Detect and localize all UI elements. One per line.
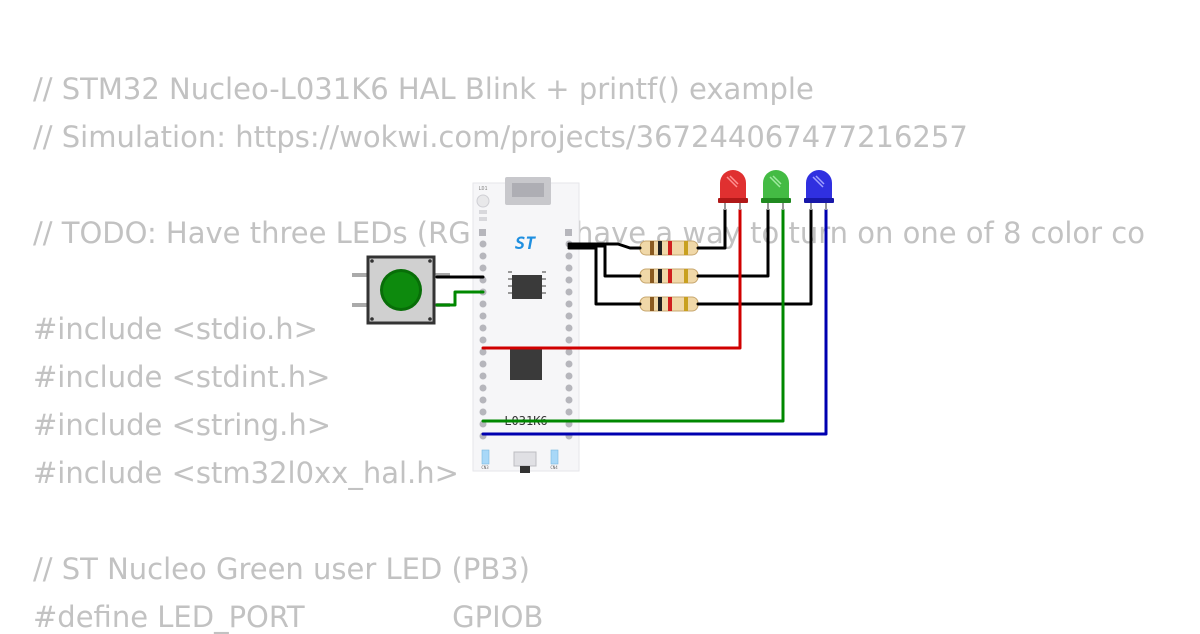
code-line: // ST Nucleo Green user LED (PB3) [33, 552, 530, 586]
chip-small [512, 275, 542, 299]
wire-r3-in [567, 246, 642, 306]
wire-r1-in [567, 242, 642, 250]
green-led[interactable] [761, 170, 791, 210]
push-button[interactable] [352, 255, 450, 325]
ld1-led [476, 194, 490, 208]
wire-r1-led [696, 208, 727, 250]
wire-r2-led [696, 208, 770, 278]
code-line: #define LED_PORT GPIOB [33, 600, 544, 634]
wire-red-led [481, 208, 742, 350]
resistor-2 [639, 268, 699, 284]
resistor-1 [639, 240, 699, 256]
mcu-chip [510, 348, 542, 380]
code-line: // STM32 Nucleo-L031K6 HAL Blink + print… [33, 72, 814, 106]
wire-blue-led [481, 208, 828, 436]
resistor-3 [639, 296, 699, 312]
ld1-label: LD1 [478, 186, 487, 192]
code-line: #include <string.h> [33, 408, 332, 442]
reset-button[interactable] [513, 451, 537, 467]
red-led[interactable] [718, 170, 748, 210]
wire-r3-led [696, 208, 813, 306]
st-logo: ST [515, 234, 536, 254]
right-pin-header [565, 229, 573, 440]
code-line: #include <stm32l0xx_hal.h> [33, 456, 459, 490]
wire-button-signal [435, 290, 485, 307]
wire-r2-in [567, 244, 642, 278]
cn4-label: CN4 [550, 465, 558, 470]
code-line: #include <stdint.h> [33, 360, 331, 394]
cn3-label: CN3 [481, 465, 489, 470]
code-line: #include <stdio.h> [33, 312, 318, 346]
code-line: // Simulation: https://wokwi.com/project… [33, 120, 968, 154]
blue-led[interactable] [804, 170, 834, 210]
nucleo-board[interactable]: LD1 ST L031K6 CN3 CN4 [472, 177, 580, 473]
wire-green-led [481, 208, 785, 423]
